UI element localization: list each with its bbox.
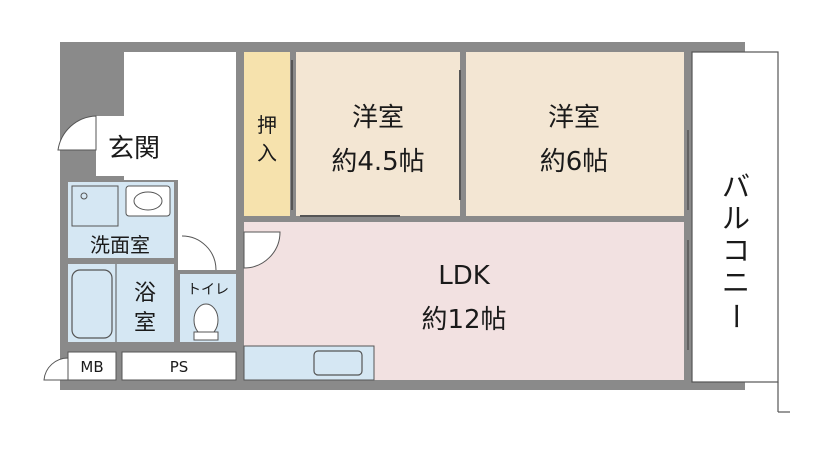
entrance-floor	[96, 116, 176, 176]
balcony-floor	[691, 51, 779, 383]
balcony-char-5: ー	[719, 302, 752, 330]
western-room-1-size: 約4.5帖	[331, 147, 424, 177]
ps-box	[121, 351, 237, 381]
closet-label-2: 入	[257, 141, 277, 165]
corridor-lower	[178, 52, 236, 270]
entrance-label: 玄関	[108, 134, 160, 164]
balcony-char-4: ニ	[722, 266, 750, 299]
balcony-char-1: バ	[722, 170, 750, 203]
western-room-1-floor	[296, 52, 460, 216]
kitchen-sink	[313, 350, 363, 376]
western-room-1-name: 洋室	[352, 103, 404, 133]
toilet-door	[181, 235, 217, 271]
mb-box	[67, 351, 117, 381]
washing-machine-spot	[71, 185, 119, 227]
balcony-char-2: ル	[722, 202, 750, 235]
western-room-2-name: 洋室	[548, 103, 600, 133]
washroom-label: 洗面室	[90, 233, 150, 257]
mb-label: MB	[80, 358, 103, 376]
western-room-2-floor	[466, 52, 684, 216]
western-room-2-size: 約6帖	[540, 147, 609, 177]
washbasin-bowl	[133, 191, 163, 211]
bathtub	[71, 269, 113, 339]
ldk-size: 約12帖	[421, 305, 506, 335]
toilet-label: トイレ	[187, 282, 229, 298]
mb-door	[43, 357, 69, 381]
closet-floor	[244, 52, 290, 216]
toilet-tank	[193, 331, 219, 341]
toilet-bowl	[193, 303, 219, 337]
ldk-door	[243, 231, 281, 269]
ldk-name: LDK	[438, 261, 491, 291]
entrance-door	[57, 115, 97, 151]
bath-label-2: 室	[134, 311, 156, 336]
closet-label-1: 押	[257, 113, 277, 137]
balcony-char-3: コ	[722, 234, 750, 267]
bath-label-1: 浴	[134, 281, 156, 306]
drain-icon	[80, 192, 88, 200]
ps-label: PS	[170, 358, 189, 376]
